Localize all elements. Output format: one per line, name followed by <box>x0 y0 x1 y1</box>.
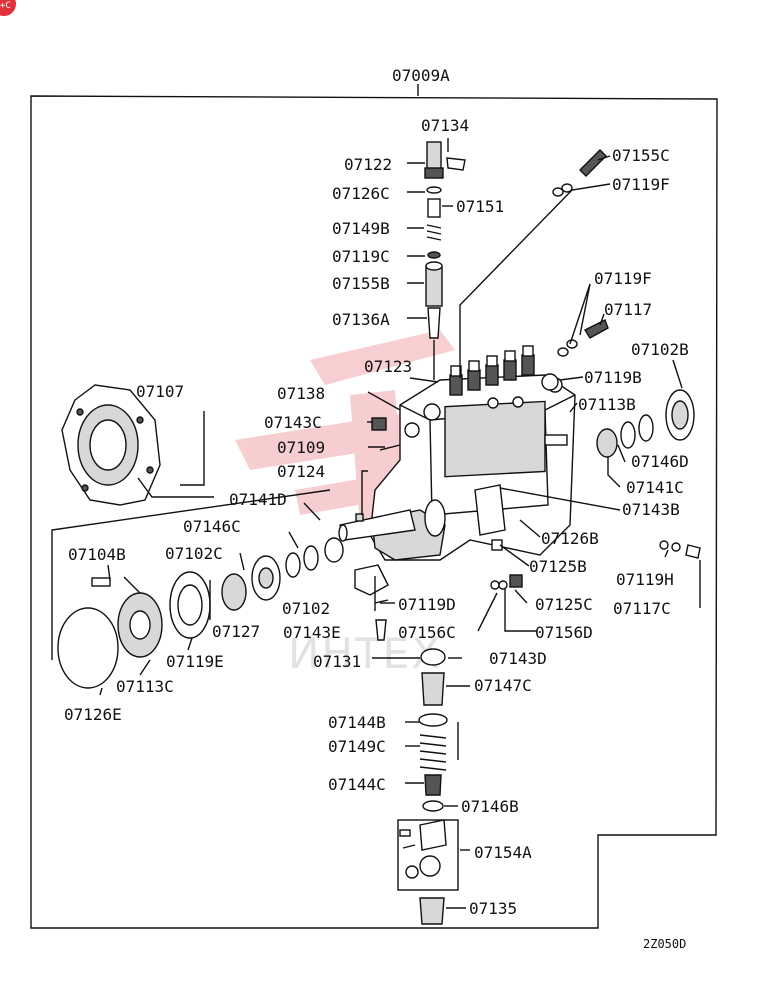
pump-body <box>338 374 576 561</box>
part-labels: 07134 07122 07155C 07126C 07119F 07151 0… <box>64 116 689 918</box>
label-07155B: 07155B <box>332 274 390 293</box>
watermark-text: ИНТЕХ <box>288 629 442 678</box>
label-07125C: 07125C <box>535 595 593 614</box>
label-07141C: 07141C <box>626 478 684 497</box>
label-07119H: 07119H <box>616 570 674 589</box>
label-07107: 07107 <box>136 382 184 401</box>
label-07113B: 07113B <box>578 395 636 414</box>
label-07102C: 07102C <box>165 544 223 563</box>
label-07144C: 07144C <box>328 775 386 794</box>
label-07143C: 07143C <box>264 413 322 432</box>
label-07113C: 07113C <box>116 677 174 696</box>
label-07149C: 07149C <box>328 737 386 756</box>
label-07126E: 07126E <box>64 705 122 724</box>
label-07119F-b: 07119F <box>594 269 652 288</box>
top-valve-stack <box>424 141 466 380</box>
label-07102: 07102 <box>282 599 330 618</box>
assembly-frame <box>30 84 718 929</box>
leader-lines <box>51 138 701 909</box>
label-07135: 07135 <box>469 899 517 918</box>
label-07102B: 07102B <box>631 340 689 359</box>
label-07144B: 07144B <box>328 713 386 732</box>
label-07124: 07124 <box>277 462 325 481</box>
label-07119F-a: 07119F <box>612 175 670 194</box>
label-07127: 07127 <box>212 622 260 641</box>
label-07125B: 07125B <box>529 557 587 576</box>
drive-components <box>57 417 401 689</box>
label-07156C: 07156C <box>398 623 456 642</box>
delivery-valve-holders <box>449 345 535 396</box>
label-07155C: 07155C <box>612 146 670 165</box>
label-07151: 07151 <box>456 197 504 216</box>
diagram-code: 2Z050D <box>643 937 686 951</box>
label-07104B: 07104B <box>68 545 126 564</box>
label-07141D: 07141D <box>229 490 287 509</box>
label-07109: 07109 <box>277 438 325 457</box>
label-07126B: 07126B <box>541 529 599 548</box>
corner-badge: +C <box>0 0 16 16</box>
bottom-stack <box>374 599 459 925</box>
label-07131: 07131 <box>313 652 361 671</box>
housing-07107 <box>61 384 161 506</box>
label-07122: 07122 <box>344 155 392 174</box>
label-07119B: 07119B <box>584 368 642 387</box>
label-07119D: 07119D <box>398 595 456 614</box>
label-07119E: 07119E <box>166 652 224 671</box>
label-07117: 07117 <box>604 300 652 319</box>
assembly-label: 07009A <box>392 66 450 85</box>
label-07147C: 07147C <box>474 676 532 695</box>
corner-badge-text: +C <box>0 1 11 11</box>
label-07146B: 07146B <box>461 797 519 816</box>
label-07123: 07123 <box>364 357 412 376</box>
label-07154A: 07154A <box>474 843 532 862</box>
label-07136A: 07136A <box>332 310 390 329</box>
label-07126C: 07126C <box>332 184 390 203</box>
label-07143D: 07143D <box>489 649 547 668</box>
top-right-fittings <box>541 149 609 391</box>
label-07138: 07138 <box>277 384 325 403</box>
label-07146D: 07146D <box>631 452 689 471</box>
label-07156D: 07156D <box>535 623 593 642</box>
label-07117C: 07117C <box>613 599 671 618</box>
label-07134: 07134 <box>421 116 469 135</box>
right-lower-fittings <box>490 539 701 590</box>
label-07146C: 07146C <box>183 517 241 536</box>
right-bearing-set <box>544 389 695 458</box>
label-07119C: 07119C <box>332 247 390 266</box>
label-07149B: 07149B <box>332 219 390 238</box>
label-07143B: 07143B <box>622 500 680 519</box>
label-07143E: 07143E <box>283 623 341 642</box>
